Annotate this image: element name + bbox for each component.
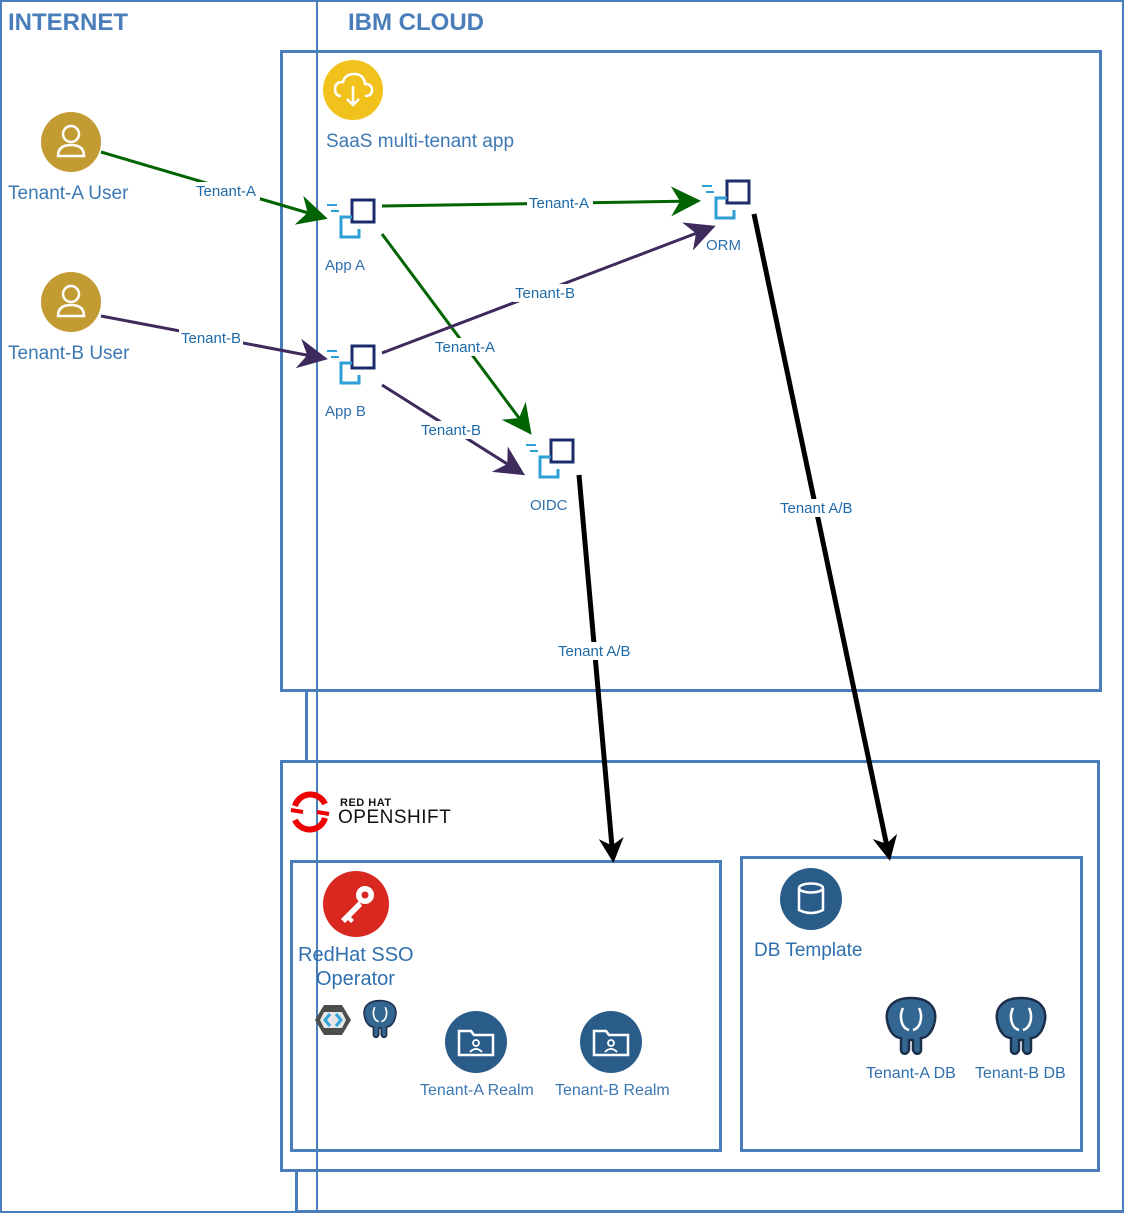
saas-app-title: SaaS multi-tenant app [326, 131, 515, 152]
tenant-b-realm-icon [580, 1011, 642, 1073]
oidc-label: OIDC [530, 497, 568, 514]
tenant-a-realm-icon [445, 1011, 507, 1073]
internet-zone [0, 0, 318, 1213]
db-template-group [740, 856, 1083, 1152]
edge-label-oidc-sso: Tenant A/B [558, 643, 631, 660]
tenant-b-user-label: Tenant-B User [8, 343, 130, 364]
app-b-label: App B [325, 403, 366, 420]
db-template-title: DB Template [754, 940, 863, 961]
app-a-label: App A [325, 257, 366, 274]
ibm-cloud-zone-bottom [296, 1210, 1124, 1213]
openshift-group [280, 760, 1100, 1172]
edge-label-user-a-app-a: Tenant-A [196, 183, 256, 200]
keycloak-icon [314, 1003, 352, 1037]
ibm-cloud-title: IBM CLOUD [348, 9, 484, 36]
openshift-logo-icon [289, 791, 331, 833]
key-icon [323, 871, 389, 937]
cloud-download-icon [323, 60, 383, 120]
ibm-cloud-zone-left-lower [295, 1170, 298, 1213]
tenant-a-user-label: Tenant-A User [8, 183, 129, 204]
edge-label-app-b-orm: Tenant-B [515, 285, 575, 302]
tenant-a-db-postgres-icon [880, 994, 942, 1058]
ibm-cloud-zone-right [1120, 0, 1124, 1213]
openshift-brand-bottom: OPENSHIFT [338, 807, 452, 828]
openshift-brand-top: RED HAT [340, 797, 392, 809]
oidc-service-icon [524, 435, 579, 485]
ibm-cloud-zone-left-mid [305, 690, 308, 762]
sso-title-line1: RedHat SSO [298, 944, 414, 966]
edge-label-app-a-oidc: Tenant-A [435, 339, 495, 356]
edge-label-app-b-oidc: Tenant-B [421, 422, 481, 439]
internet-title: INTERNET [8, 9, 128, 36]
tenant-a-db-label: Tenant-A DB [866, 1065, 956, 1082]
tenant-b-db-postgres-icon [990, 994, 1052, 1058]
tenant-a-realm-label: Tenant-A Realm [420, 1082, 534, 1099]
tenant-a-user-icon [41, 112, 101, 172]
app-a-service-icon [325, 195, 380, 245]
edge-label-app-a-orm: Tenant-A [529, 195, 589, 212]
redhat-sso-group [290, 860, 722, 1152]
edge-label-orm-db: Tenant A/B [780, 500, 853, 517]
tenant-b-user-icon [41, 272, 101, 332]
saas-app-group [280, 50, 1102, 692]
postgres-icon [360, 998, 400, 1040]
tenant-b-realm-label: Tenant-B Realm [555, 1082, 670, 1099]
database-icon [780, 868, 842, 930]
sso-title-line2: Operator [316, 968, 395, 990]
app-b-service-icon [325, 341, 380, 391]
tenant-b-db-label: Tenant-B DB [975, 1065, 1066, 1082]
edge-oidc-sso [576, 474, 624, 863]
edge-label-user-b-app-b: Tenant-B [181, 330, 241, 347]
edge-orm-db [751, 213, 898, 861]
orm-service-icon [700, 176, 755, 226]
edge-app-a-oidc [380, 233, 532, 435]
